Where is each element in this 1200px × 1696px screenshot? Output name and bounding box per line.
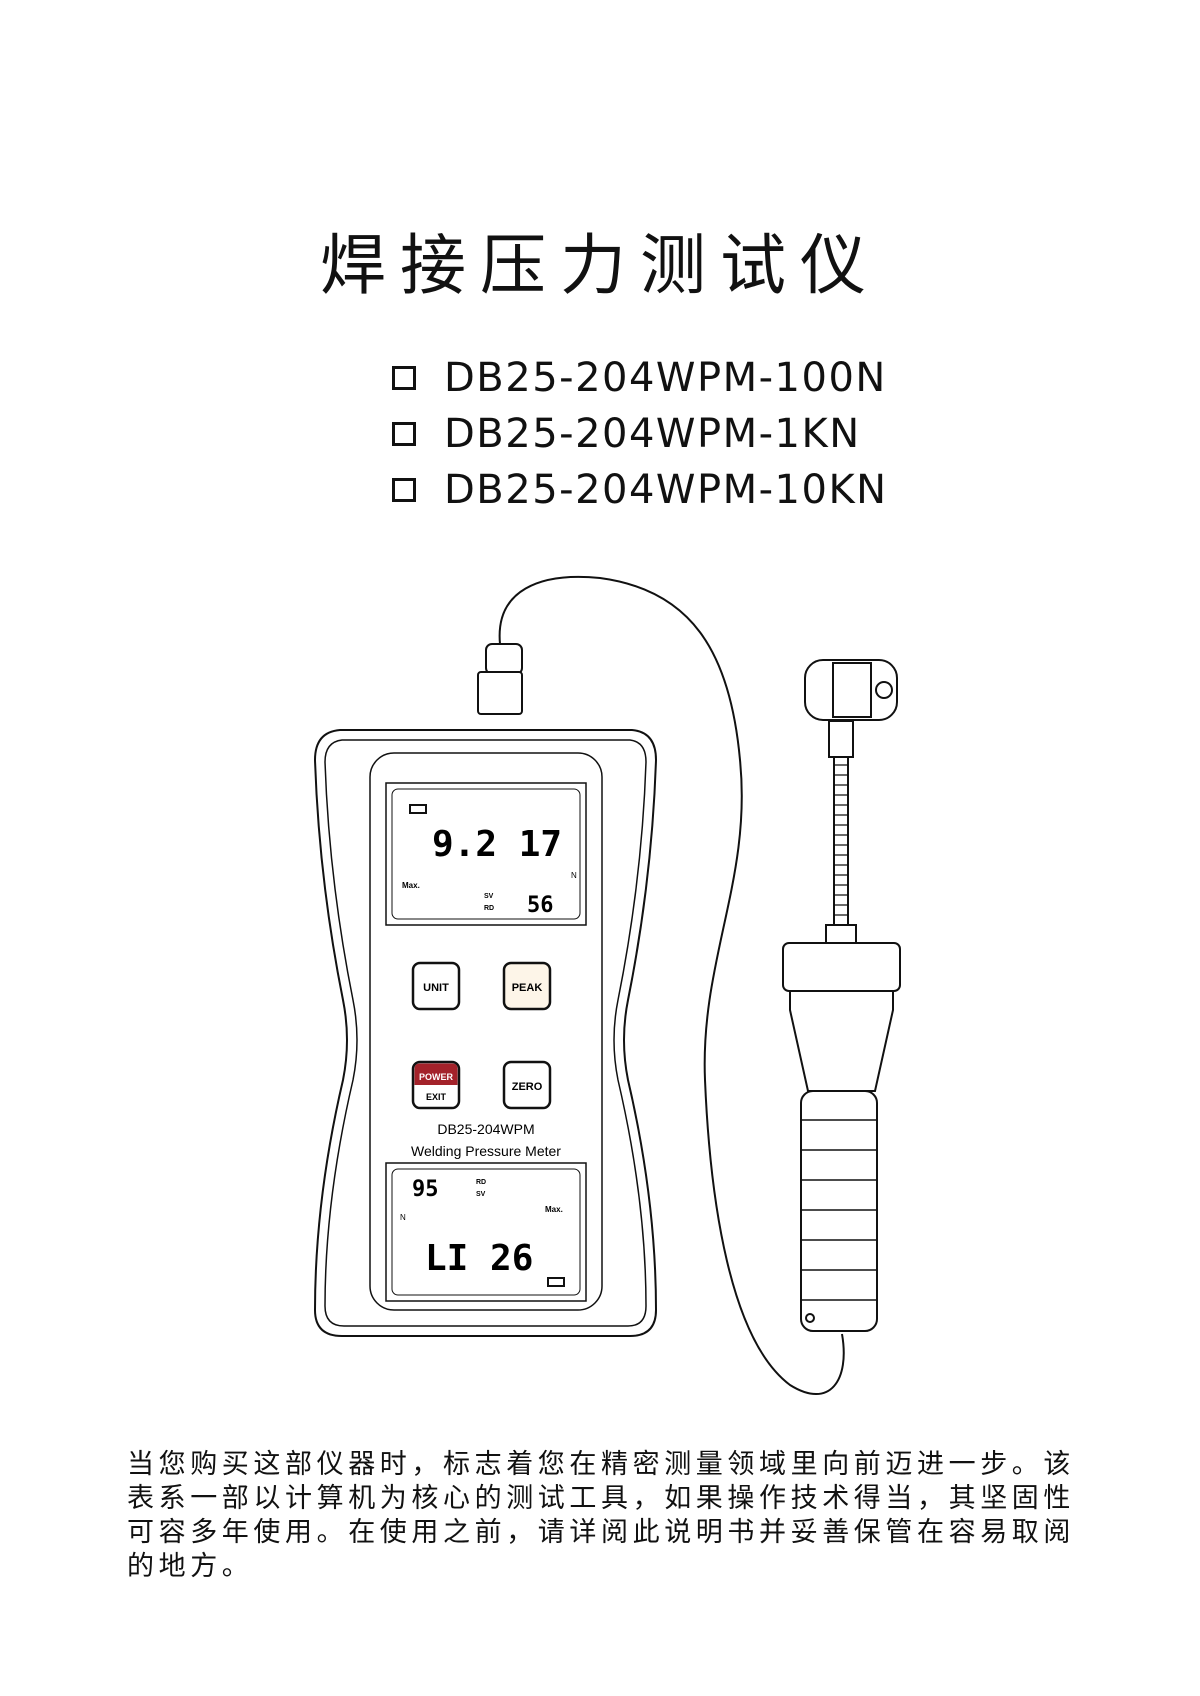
- model-option: DB25-204WPM-10KN: [392, 462, 888, 518]
- paragraph-line: 表系一部以计算机为核心的测试工具，如果操作技术得当，其坚固性: [127, 1483, 1075, 1514]
- paragraph-line: 可容多年使用。在使用之前，请详阅此说明书并妥善保管在容易取阅: [127, 1517, 1075, 1548]
- intro-paragraph: 当您购买这部仪器时，标志着您在精密测量领域里向前迈进一步。该 表系一部以计算机为…: [127, 1448, 1087, 1584]
- model-label: DB25-204WPM-1KN: [444, 411, 861, 457]
- model-option: DB25-204WPM-100N: [392, 350, 888, 406]
- front-panel: [369, 752, 603, 1311]
- power-exit-button[interactable]: POWER EXIT: [411, 1060, 461, 1110]
- main-reading: LI 26: [425, 1238, 533, 1279]
- connector: [477, 643, 523, 715]
- model-option: DB25-204WPM-1KN: [392, 406, 888, 462]
- unit-button-label: UNIT: [423, 982, 449, 994]
- rd-label: RD: [484, 905, 494, 912]
- checkbox-icon: [392, 478, 416, 502]
- bottom-display: 95 RD SV Max. N LI 26: [385, 1162, 587, 1302]
- cable: [498, 575, 845, 1396]
- unit-label: N: [400, 1213, 406, 1222]
- peak-button-label: PEAK: [512, 982, 543, 994]
- main-reading: 9.2 17: [432, 824, 562, 865]
- top-display: 9.2 17 N Max. SV RD 56: [385, 782, 587, 926]
- exit-label: EXIT: [426, 1092, 447, 1102]
- paragraph-line: 当您购买这部仪器时，标志着您在精密测量领域里向前迈进一步。该: [127, 1449, 1075, 1480]
- battery-icon: [409, 804, 427, 814]
- max-label: Max.: [545, 1205, 563, 1214]
- paragraph-line: 的地方。: [127, 1551, 254, 1582]
- probe: [782, 659, 901, 1332]
- sub-reading: 95: [412, 1177, 439, 1202]
- device-model-label: DB25-204WPM: [437, 1121, 534, 1137]
- page-title: 焊接压力测试仪: [320, 227, 880, 304]
- model-label: DB25-204WPM-100N: [444, 355, 887, 401]
- checkbox-icon: [392, 422, 416, 446]
- model-label: DB25-204WPM-10KN: [444, 467, 888, 513]
- max-label: Max.: [402, 881, 420, 890]
- battery-icon: [547, 1277, 565, 1287]
- device-name-label: Welding Pressure Meter: [411, 1143, 561, 1159]
- zero-button-label: ZERO: [512, 1081, 543, 1093]
- sub-reading: 56: [527, 893, 554, 918]
- power-label: POWER: [419, 1072, 454, 1082]
- rd-label: RD: [476, 1179, 486, 1186]
- peak-button[interactable]: PEAK: [502, 961, 552, 1011]
- zero-button[interactable]: ZERO: [502, 1060, 552, 1110]
- model-list: DB25-204WPM-100N DB25-204WPM-1KN DB25-20…: [392, 350, 888, 518]
- unit-button[interactable]: UNIT: [411, 961, 461, 1011]
- unit-label: N: [571, 871, 577, 880]
- sv-label: SV: [484, 893, 494, 900]
- checkbox-icon: [392, 366, 416, 390]
- sv-label: SV: [476, 1191, 486, 1198]
